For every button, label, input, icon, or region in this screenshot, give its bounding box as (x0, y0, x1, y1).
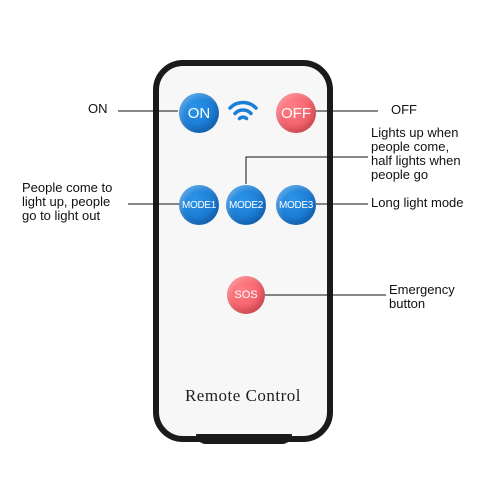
mode2-button[interactable]: MODE2 (226, 185, 266, 225)
annotation-line: half lights when (371, 153, 461, 168)
mode2-button-label: MODE2 (228, 199, 264, 211)
annotation-line: ON (88, 101, 108, 116)
annotation-line: go to light out (22, 208, 101, 223)
on-button[interactable]: ON (179, 93, 219, 133)
off-button-label: OFF (281, 104, 311, 122)
mode2-annotation: Lights up when people come, half lights … (371, 126, 461, 182)
sos-annotation: Emergency button (389, 283, 455, 311)
mode1-annotation: People come to light up, people go to li… (22, 181, 112, 223)
remote-brand-text: Remote Control (184, 386, 302, 405)
mode2-leader-line (245, 156, 368, 184)
sos-button-label: SOS (234, 289, 258, 301)
mode1-button[interactable]: MODE1 (179, 185, 219, 225)
annotation-line: Emergency (389, 282, 455, 297)
mode3-button-label: MODE3 (278, 199, 314, 211)
annotation-line: people go (371, 167, 429, 182)
annotation-line: light up, people (22, 194, 111, 209)
remote-bottom-edge (196, 434, 292, 444)
annotation-line: Long light mode (371, 195, 464, 210)
wifi-signal-icon (228, 100, 258, 121)
sos-button[interactable]: SOS (227, 276, 265, 314)
mode3-button[interactable]: MODE3 (276, 185, 316, 225)
annotation-line: people come, (371, 139, 450, 154)
annotation-line: button (389, 296, 426, 311)
off-annotation: OFF (391, 103, 417, 117)
annotation-line: OFF (391, 102, 417, 117)
on-button-label: ON (187, 104, 211, 122)
annotation-line: People come to (22, 180, 113, 195)
annotation-line: Lights up when (371, 125, 459, 140)
mode1-button-label: MODE1 (181, 199, 217, 211)
mode3-annotation: Long light mode (371, 196, 464, 210)
on-annotation: ON (88, 102, 108, 116)
off-button[interactable]: OFF (276, 93, 316, 133)
